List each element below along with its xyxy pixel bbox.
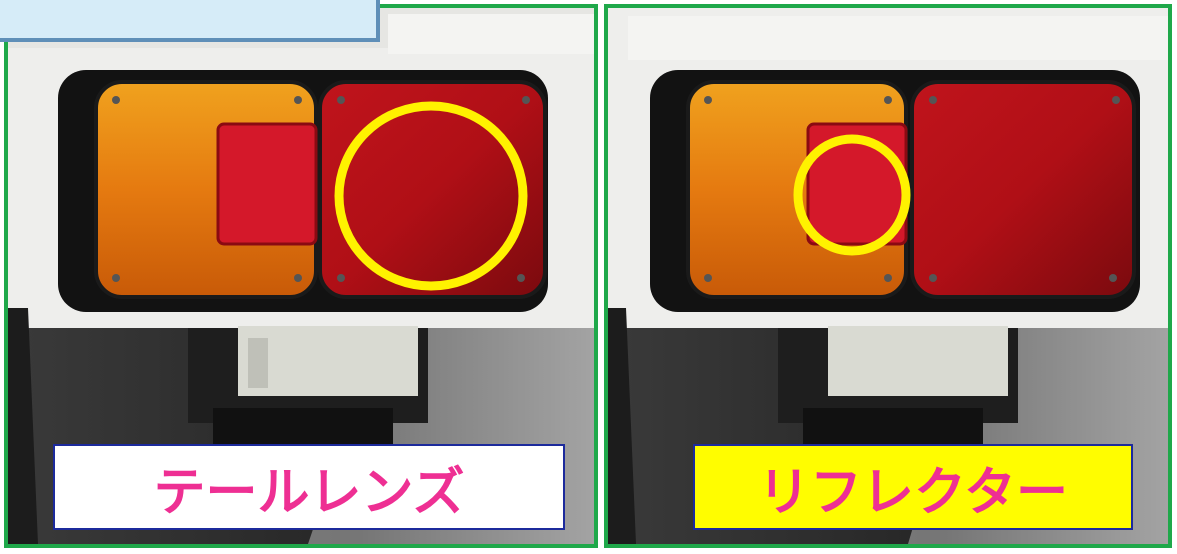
highlight-circle xyxy=(334,101,528,291)
title-tab xyxy=(0,0,380,42)
highlight-circle xyxy=(793,134,911,256)
left-photo-panel: テールレンズ xyxy=(4,4,598,548)
tail-lens-label: テールレンズ xyxy=(53,444,565,530)
right-photo-panel: リフレクター xyxy=(604,4,1172,548)
reflector-label: リフレクター xyxy=(693,444,1133,530)
